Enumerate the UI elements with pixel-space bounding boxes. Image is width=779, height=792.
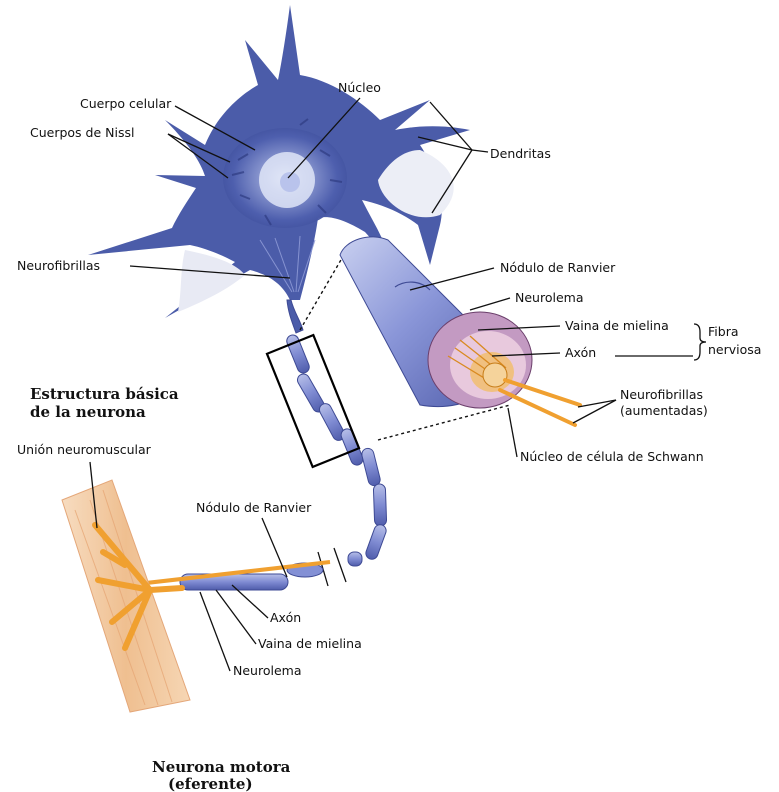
title-estructura-line2: de la neurona <box>30 403 146 421</box>
muscle-fiber-illustration <box>62 480 190 712</box>
title-neurona-motora-line1: Neurona motora <box>152 758 291 776</box>
axon-cut-marks <box>318 548 346 586</box>
label-axon-bottom: Axón <box>270 610 301 625</box>
label-nodulo-ranvier-bottom: Nódulo de Ranvier <box>196 500 312 515</box>
label-nodulo-ranvier-top: Nódulo de Ranvier <box>500 260 616 275</box>
label-axon-top: Axón <box>565 345 596 360</box>
lower-myelin-segments <box>120 562 330 590</box>
label-dendritas: Dendritas <box>490 146 551 161</box>
label-cuerpo-celular: Cuerpo celular <box>80 96 172 111</box>
label-nucleo: Núcleo <box>338 80 381 95</box>
label-nucleo-schwann: Núcleo de célula de Schwann <box>520 449 704 464</box>
title-neurona-motora-line2: (eferente) <box>168 775 253 792</box>
label-neurofibrillas-aumentadas-1: Neurofibrillas <box>620 387 703 402</box>
title-estructura-line1: Estructura básica <box>30 385 179 403</box>
label-fibra: Fibra <box>708 324 739 339</box>
label-nerviosa: nerviosa <box>708 342 761 357</box>
label-vaina-mielina-top: Vaina de mielina <box>565 318 669 333</box>
label-neurolema-top: Neurolema <box>515 290 583 305</box>
label-neurolema-bottom: Neurolema <box>233 663 301 678</box>
label-neurofibrillas: Neurofibrillas <box>17 258 100 273</box>
label-vaina-mielina-bottom: Vaina de mielina <box>258 636 362 651</box>
label-union-neuromuscular: Unión neuromuscular <box>17 442 152 457</box>
label-cuerpos-nissl: Cuerpos de Nissl <box>30 125 134 140</box>
label-neurofibrillas-aumentadas-2: (aumentadas) <box>620 403 708 418</box>
